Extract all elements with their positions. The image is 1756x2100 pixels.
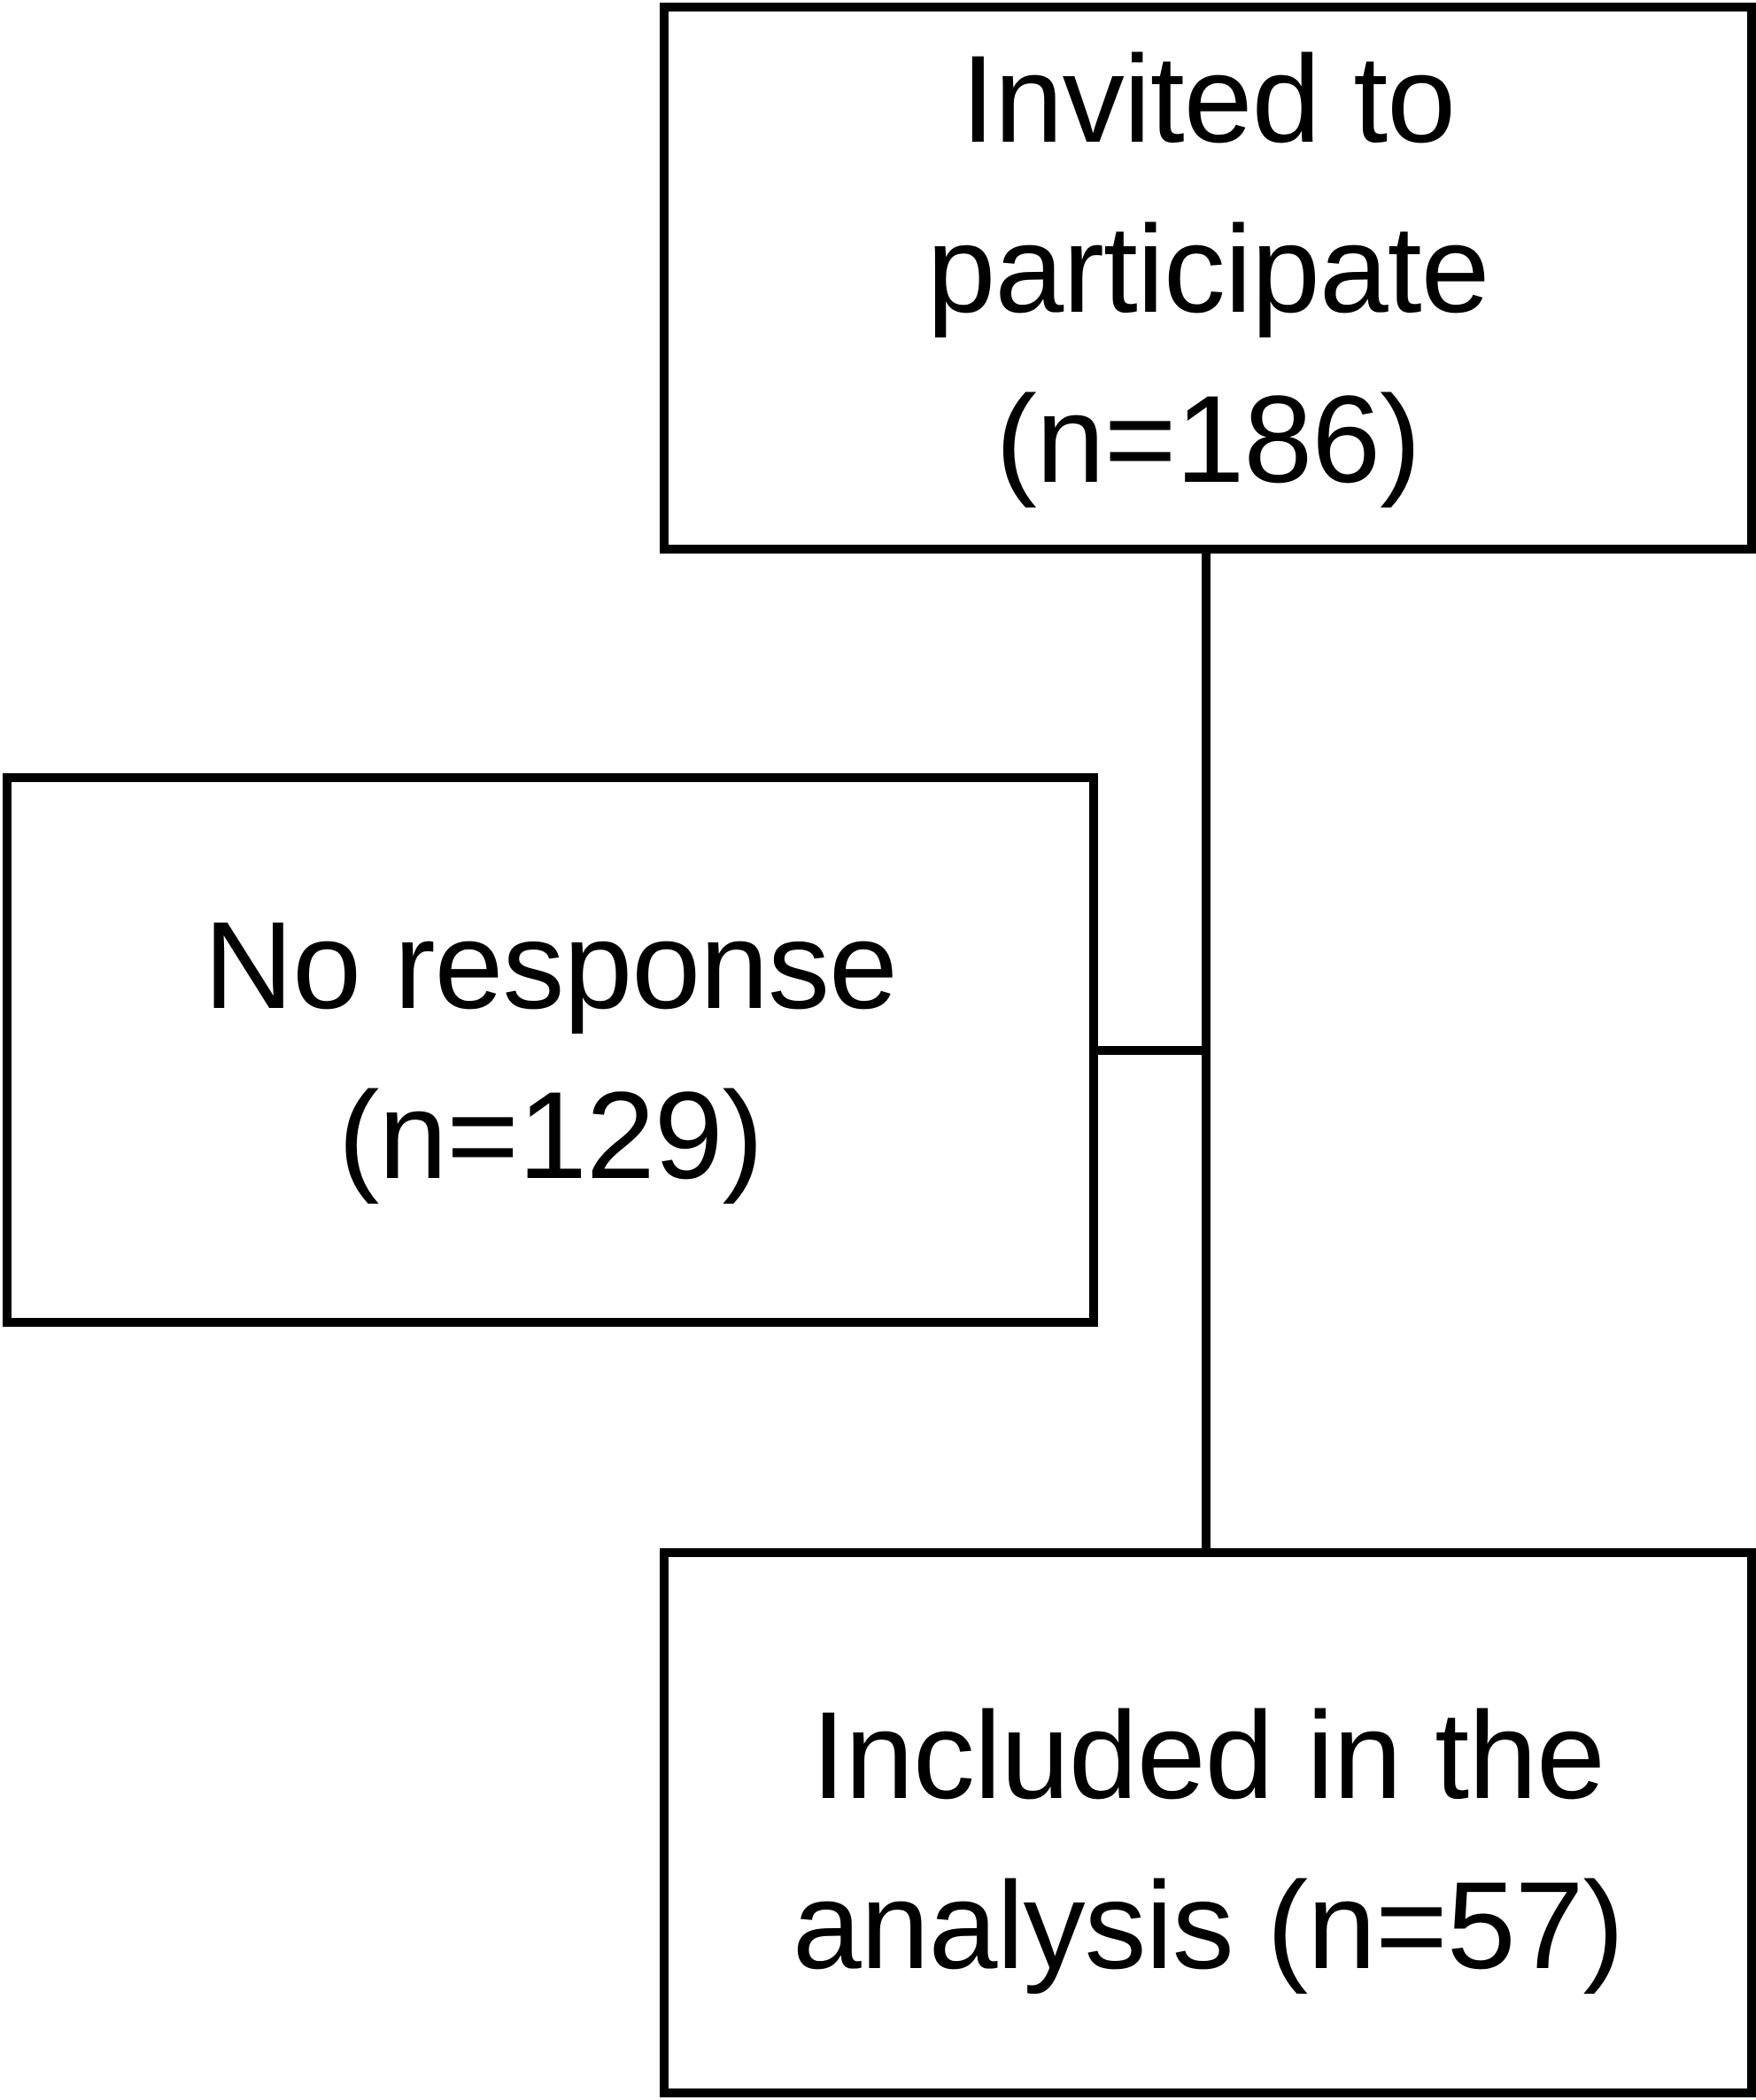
included-box: Included in the analysis (n=57) bbox=[660, 1548, 1756, 2097]
no-response-box: No response (n=129) bbox=[3, 773, 1098, 1327]
no-response-text: No response (n=129) bbox=[204, 880, 898, 1220]
invited-count: (n=186) bbox=[995, 369, 1420, 508]
no-response-label: No response bbox=[204, 895, 898, 1035]
vertical-connector-line bbox=[1202, 549, 1211, 1553]
invited-box: Invited to participate (n=186) bbox=[660, 3, 1756, 554]
included-line-1: Included in the bbox=[811, 1685, 1605, 1825]
included-text: Included in the analysis (n=57) bbox=[792, 1670, 1624, 2011]
no-response-count: (n=129) bbox=[337, 1065, 763, 1205]
branch-connector-line bbox=[1094, 1046, 1206, 1055]
invited-line-2: participate bbox=[926, 199, 1490, 338]
included-line-2: analysis (n=57) bbox=[792, 1856, 1624, 1995]
invited-line-1: Invited to bbox=[960, 29, 1456, 168]
invited-text: Invited to participate (n=186) bbox=[926, 14, 1490, 524]
